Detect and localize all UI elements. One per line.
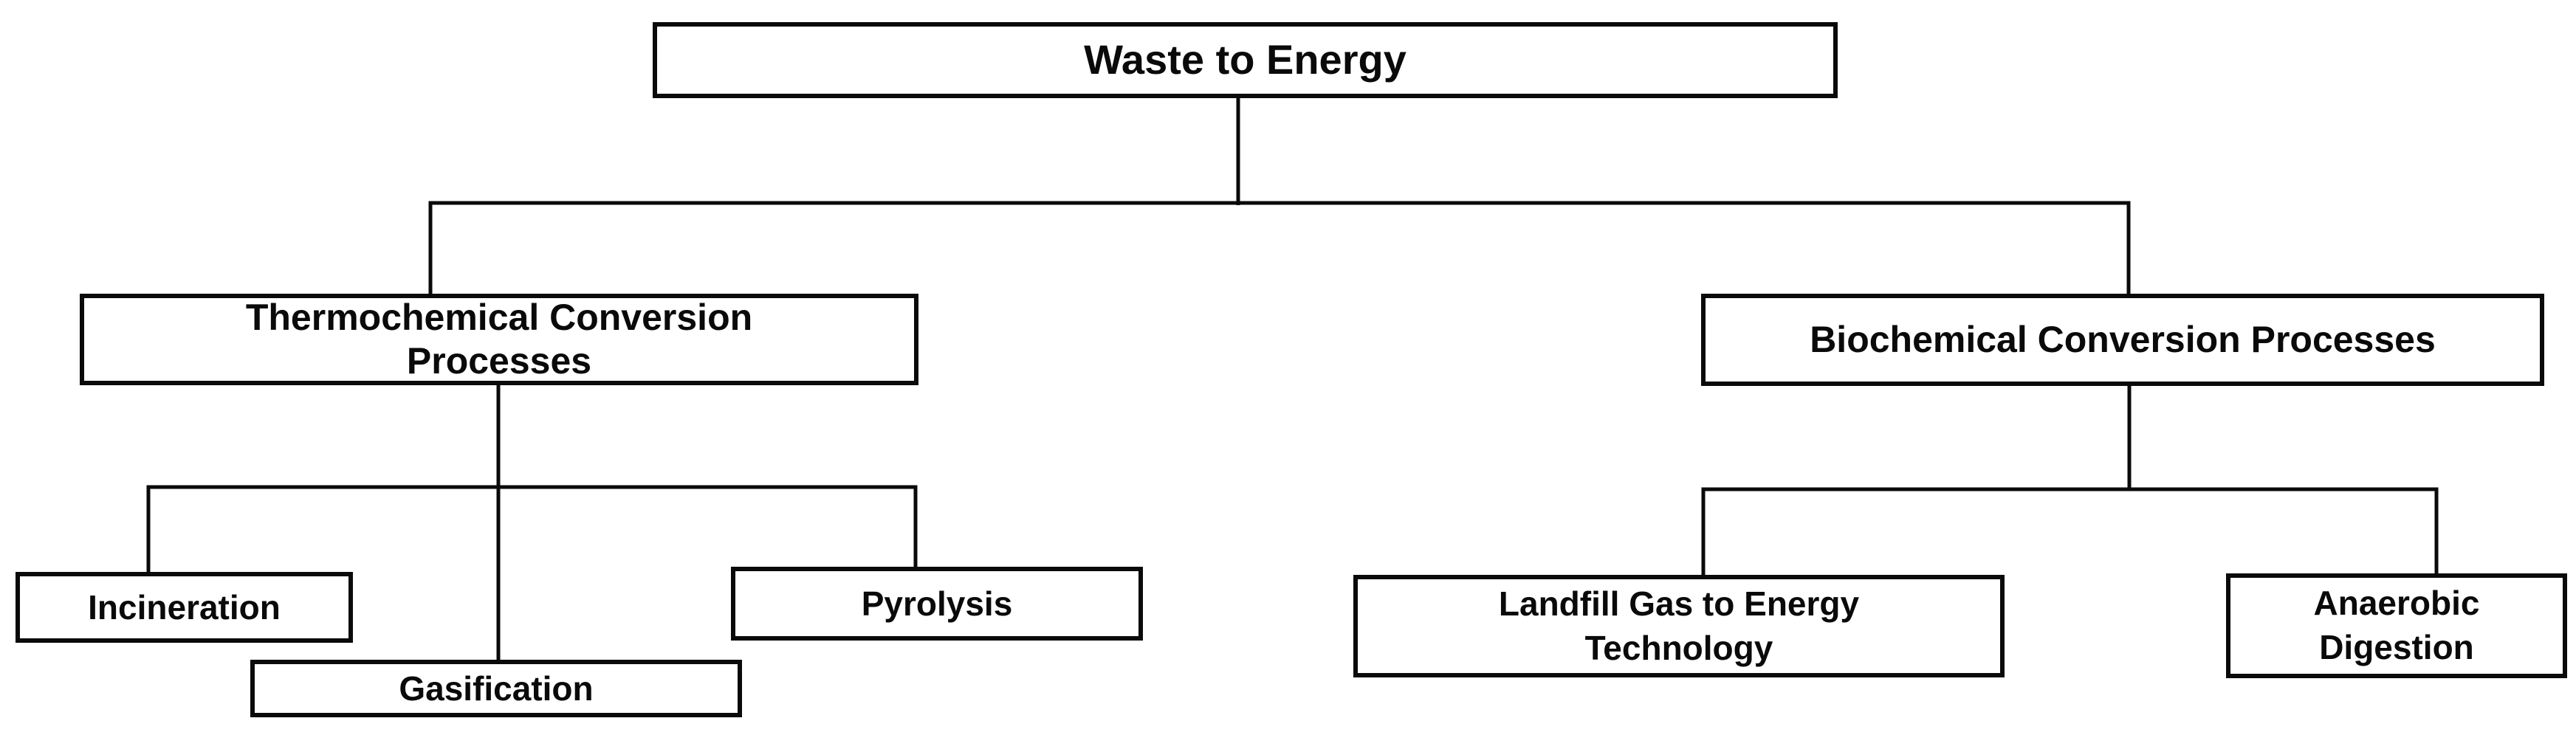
node-anaerobic-digestion: Anaerobic Digestion [2226, 573, 2567, 678]
node-pyrolysis: Pyrolysis [731, 567, 1143, 641]
node-waste-to-energy: Waste to Energy [653, 22, 1838, 98]
node-biochemical-conversion-processes: Biochemical Conversion Processes [1701, 294, 2544, 386]
edge-level1-rail [428, 201, 2131, 297]
node-landfill-gas-to-energy-technology: Landfill Gas to Energy Technology [1353, 575, 2005, 677]
edge-right-subrail [1701, 487, 2439, 578]
edge-left-subrail [146, 485, 918, 575]
node-gasification: Gasification [250, 660, 742, 717]
node-thermochemical-conversion-processes: Thermochemical Conversion Processes [80, 294, 918, 385]
node-incineration: Incineration [16, 572, 353, 643]
